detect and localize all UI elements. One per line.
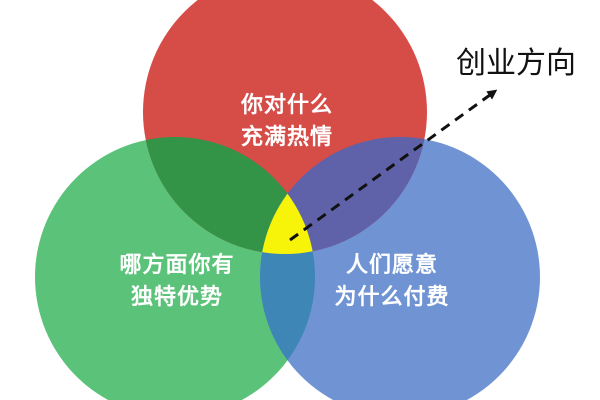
direction-label: 创业方向 [456, 46, 576, 81]
market-label-line-1: 人们愿意 [345, 253, 438, 278]
passion-label: 你对什么 充满热情 [222, 90, 352, 154]
strength-label-line-2: 独特优势 [130, 285, 223, 310]
strength-label-line-1: 哪方面你有 [119, 253, 235, 278]
passion-label-line-1: 你对什么 [240, 93, 333, 118]
pointer-arrow [289, 89, 498, 242]
market-label-line-2: 为什么付费 [334, 285, 450, 310]
market-label: 人们愿意 为什么付费 [322, 250, 462, 314]
passion-label-line-2: 充满热情 [240, 125, 333, 150]
overlap-passion-market [260, 137, 427, 254]
strength-label: 哪方面你有 独特优势 [102, 250, 252, 314]
overlap-passion-strength [143, 137, 315, 254]
